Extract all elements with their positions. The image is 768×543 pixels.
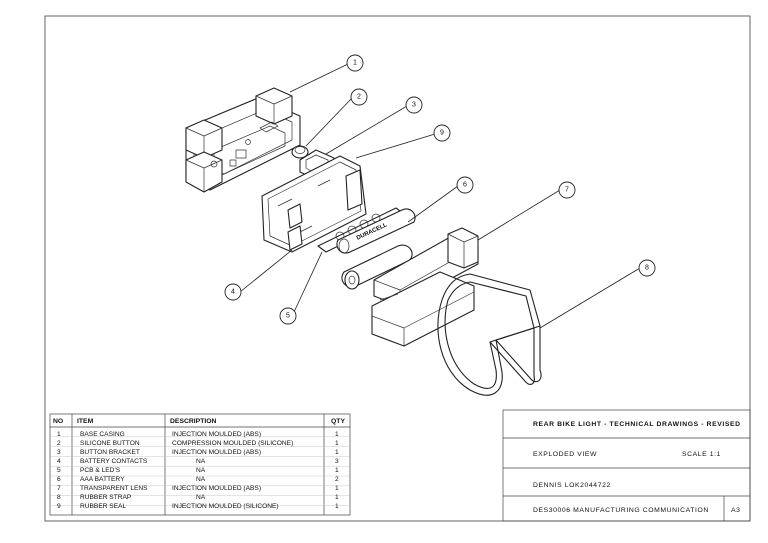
balloon-9-label: 9: [440, 130, 444, 137]
base-casing-part: [185, 87, 301, 193]
bom-header-description: DESCRIPTION: [170, 418, 217, 425]
bom-row: 1 BASE CASING INJECTION MOULDED (ABS) 1: [57, 431, 339, 438]
bom-row-description: NA: [196, 467, 206, 474]
bom-row-description: NA: [196, 476, 206, 483]
balloon-4: 4: [224, 283, 242, 301]
bom-row-qty: 3: [335, 458, 339, 465]
course-code: DES30006 MANUFACTURING COMMUNICATION: [533, 507, 709, 514]
bom-row-item: TRANSPARENT LENS: [80, 485, 148, 492]
transparent-lens-part: [371, 227, 479, 347]
bom-row-qty: 1: [335, 449, 339, 456]
aaa-battery-part: DURACELL: [336, 208, 416, 290]
bom-row-item: BATTERY CONTACTS: [80, 458, 148, 465]
bom-row-no: 7: [57, 485, 61, 492]
bom-row-item: RUBBER SEAL: [80, 503, 127, 510]
bom-row-no: 5: [57, 467, 61, 474]
bom-row-qty: 1: [335, 431, 339, 438]
balloon-7: 7: [558, 181, 576, 199]
balloon-8-label: 8: [645, 265, 649, 272]
balloon-1: 1: [346, 54, 364, 72]
balloon-6-label: 6: [463, 182, 467, 189]
bom-row-description: INJECTION MOULDED (ABS): [172, 449, 261, 456]
balloon-8: 8: [638, 259, 656, 277]
bom-row-qty: 1: [335, 485, 339, 492]
bom-row-qty: 1: [335, 503, 339, 510]
balloon-2-label: 2: [357, 94, 361, 101]
bom-row-qty: 1: [335, 440, 339, 447]
bom-row-description: INJECTION MOULDED (SILICONE): [172, 503, 279, 510]
bom-header-no: NO: [53, 418, 63, 425]
balloon-4-label: 4: [231, 289, 235, 296]
battery-contacts-part: [287, 169, 363, 251]
bom-row-no: 1: [57, 431, 61, 438]
bom-row: 6 AAA BATTERY NA 2: [57, 476, 339, 483]
bom-row-item: BUTTON BRACKET: [80, 449, 140, 456]
rubber-strap-part: [437, 273, 542, 396]
bom-row-item: PCB & LED'S: [80, 467, 121, 474]
balloon-5-label: 5: [286, 313, 290, 320]
sheet-size: A3: [731, 507, 741, 514]
bom-row: 3 BUTTON BRACKET INJECTION MOULDED (ABS)…: [57, 449, 339, 456]
bom-row: 8 RUBBER STRAP NA 1: [57, 494, 339, 501]
bom-row-item: SILICONE BUTTON: [80, 440, 140, 447]
bom-row: 5 PCB & LED'S NA 1: [57, 467, 339, 474]
bom-row-description: NA: [196, 494, 206, 501]
drawing-title: REAR BIKE LIGHT - TECHNICAL DRAWINGS - R…: [533, 421, 741, 428]
bom-row-no: 8: [57, 494, 61, 501]
bom-row-description: COMPRESSION MOULDED (SILICONE): [172, 440, 293, 447]
balloon-3-label: 3: [412, 102, 416, 109]
view-name: EXPLODED VIEW: [533, 451, 597, 458]
bom-row-no: 6: [57, 476, 61, 483]
bom-row: 7 TRANSPARENT LENS INJECTION MOULDED (AB…: [57, 485, 339, 492]
rubber-seal-part: [261, 155, 367, 253]
bom-row-description: NA: [196, 458, 206, 465]
balloon-6: 6: [456, 176, 474, 194]
balloon-5: 5: [279, 307, 297, 325]
balloon-7-label: 7: [565, 187, 569, 194]
bom-row: 4 BATTERY CONTACTS NA 3: [57, 458, 339, 465]
bom-row-item: RUBBER STRAP: [80, 494, 132, 501]
bom-row-no: 9: [57, 503, 61, 510]
author-name: DENNIS LOK2044722: [533, 482, 611, 489]
bom-row-description: INJECTION MOULDED (ABS): [172, 431, 261, 438]
bom-row-no: 4: [57, 458, 61, 465]
bom-header-item: ITEM: [77, 418, 94, 425]
balloon-2: 2: [350, 88, 368, 106]
exploded-view: DURACELL: [185, 54, 656, 396]
bom-row-qty: 2: [335, 476, 339, 483]
bom-header-qty: QTY: [331, 418, 345, 425]
drawing-border: [44, 15, 751, 522]
bom-row-item: BASE CASING: [80, 431, 125, 438]
bom-row-qty: 1: [335, 494, 339, 501]
bom-row-item: AAA BATTERY: [80, 476, 125, 483]
balloon-1-label: 1: [353, 60, 357, 67]
bom-row-no: 2: [57, 440, 61, 447]
leader-lines: [239, 63, 641, 329]
bill-of-materials: NO ITEM DESCRIPTION QTY 1 BASE CASING IN…: [49, 413, 351, 516]
balloon-9: 9: [433, 124, 451, 142]
balloon-3: 3: [405, 96, 423, 114]
bom-row-qty: 1: [335, 467, 339, 474]
bom-row-no: 3: [57, 449, 61, 456]
silicone-button-part: [291, 145, 309, 159]
title-block: REAR BIKE LIGHT - TECHNICAL DRAWINGS - R…: [502, 409, 751, 522]
drawing-scale: SCALE 1:1: [682, 451, 721, 458]
bom-row: 9 RUBBER SEAL INJECTION MOULDED (SILICON…: [57, 503, 339, 510]
bom-row: 2 SILICONE BUTTON COMPRESSION MOULDED (S…: [57, 440, 339, 447]
bom-row-description: INJECTION MOULDED (ABS): [172, 485, 261, 492]
